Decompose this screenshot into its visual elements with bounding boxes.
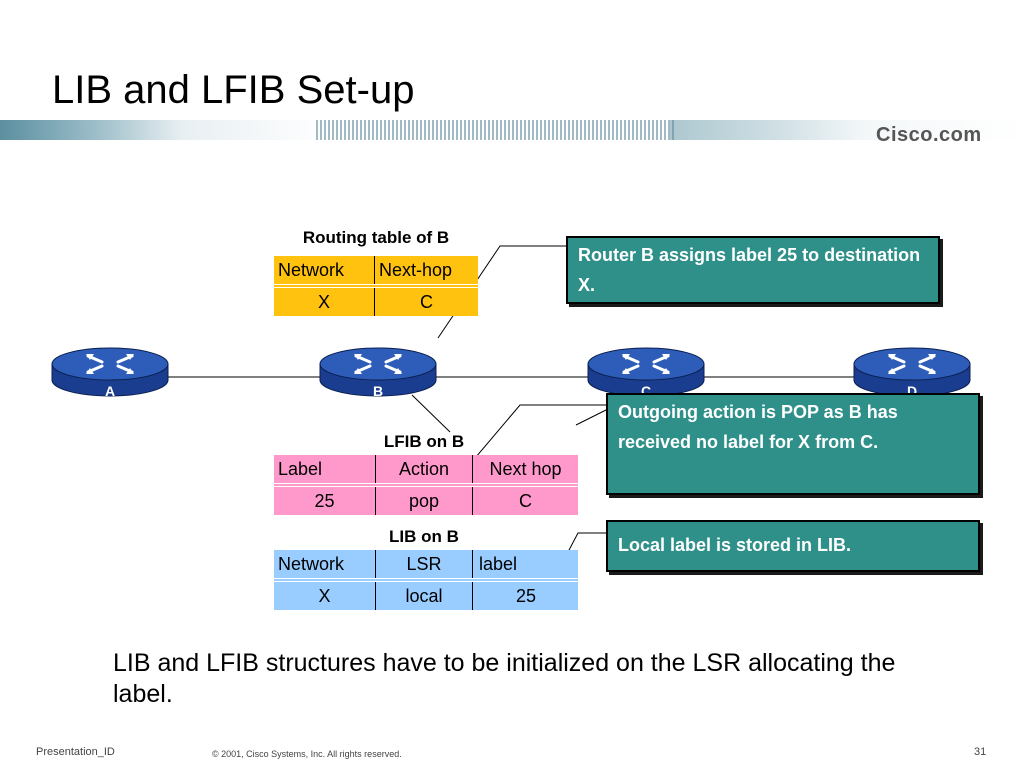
router-label: C (641, 383, 651, 399)
brand-logo-text: Cisco.com (876, 124, 982, 146)
table-cell: X (317, 291, 330, 312)
table-row: 25 pop C (274, 485, 578, 515)
callout-pop-action: Outgoing action is POP as B has received… (606, 393, 980, 495)
table-cell: X (318, 585, 331, 606)
router-table-connector (411, 394, 451, 433)
page-number: 31 (974, 746, 987, 758)
table-header-cell: Next hop (472, 455, 578, 487)
header-stripe-bar (0, 120, 1024, 140)
table-header-row: Network Next-hop (274, 256, 478, 288)
table-header-cell: Network (274, 550, 376, 582)
table-cell: 25 (472, 580, 578, 610)
table-cell: 25 (314, 490, 335, 511)
routing-table: Network Next-hop X C (274, 256, 478, 316)
table-header-cell: LSR (375, 550, 473, 582)
table-cell: local (375, 580, 473, 610)
body-text: LIB and LFIB structures have to be initi… (113, 649, 896, 708)
routing-table-caption: Routing table of B (302, 228, 450, 247)
table-cell: C (472, 485, 578, 515)
lfib-caption: LFIB on B (383, 432, 465, 451)
router-b-icon: B (319, 347, 437, 399)
table-row: X C (274, 286, 478, 316)
copyright-text: © 2001, Cisco Systems, Inc. All rights r… (212, 749, 402, 759)
router-label: B (373, 383, 383, 399)
callout-connector (575, 409, 607, 426)
lib-table: Network LSR label X local 25 (274, 550, 578, 610)
router-label: D (907, 383, 917, 399)
table-header-cell: Action (375, 455, 473, 487)
router-a-icon: A (51, 347, 169, 399)
table-row: X local 25 (274, 580, 578, 610)
table-header-row: Label Action Next hop (274, 455, 578, 487)
lfib-table: Label Action Next hop 25 pop C (274, 455, 578, 515)
router-label: A (105, 383, 115, 399)
table-cell: pop (375, 485, 473, 515)
router-c-icon: C (587, 347, 705, 399)
router-d-icon: D (853, 347, 971, 399)
page-title: LIB and LFIB Set-up (52, 68, 415, 112)
table-header-cell: Next-hop (374, 256, 478, 288)
table-header-row: Network LSR label (274, 550, 578, 582)
callout-label-assign: Router B assigns label 25 to destination… (566, 236, 940, 304)
table-header-cell: label (472, 550, 578, 582)
presentation-id: Presentation_ID (36, 746, 115, 758)
table-header-cell: Network (274, 256, 375, 288)
table-header-cell: Label (274, 455, 376, 487)
callout-local-label: Local label is stored in LIB. (606, 520, 980, 572)
lib-caption: LIB on B (389, 527, 459, 546)
table-cell: C (374, 286, 478, 316)
